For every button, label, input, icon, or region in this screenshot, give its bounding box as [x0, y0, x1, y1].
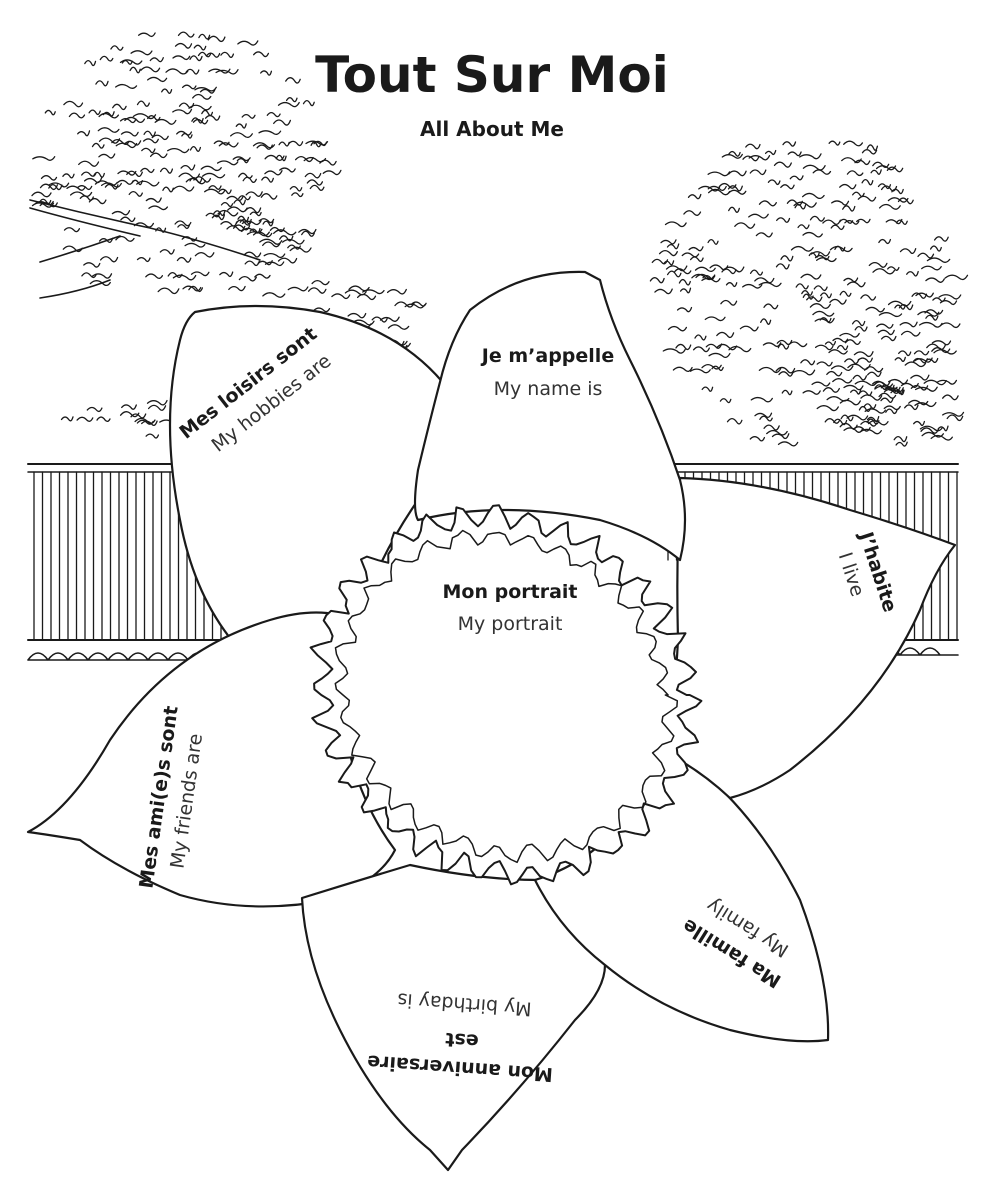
birthday-label-fr-line2: est — [445, 1028, 480, 1052]
portrait-frame[interactable] — [309, 504, 703, 886]
petal-live[interactable] — [663, 476, 957, 800]
center-label-fr: Mon portrait — [443, 581, 578, 603]
portrait-frame-inner-ruffle — [334, 529, 679, 864]
page-subtitle: All About Me — [420, 117, 564, 141]
page-title: Tout Sur Moi — [315, 46, 669, 104]
petal-friends[interactable] — [26, 611, 397, 908]
center-label-en: My portrait — [458, 613, 563, 635]
name-label-fr: Je m’appelle — [480, 345, 614, 367]
petal-name[interactable] — [413, 270, 687, 562]
tree-right-illustration — [649, 140, 969, 447]
petal-birthday[interactable] — [300, 863, 607, 1172]
name-label-en: My name is — [494, 378, 603, 400]
tree-left-illustration — [29, 31, 427, 439]
